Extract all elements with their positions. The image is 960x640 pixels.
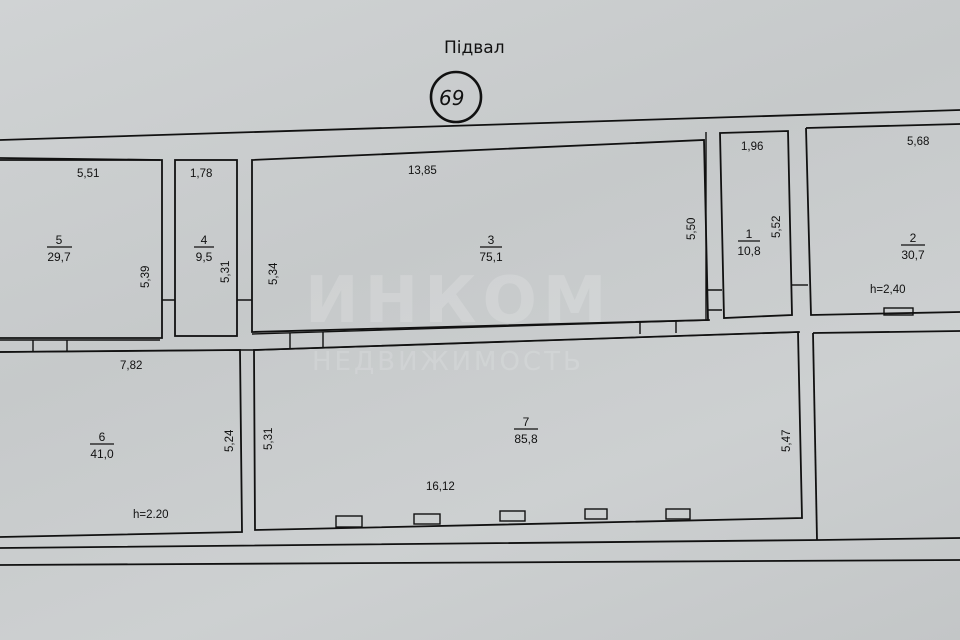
room-6-ceiling-height: h=2.20 [133,509,169,521]
room-3-area: 75,1 [479,250,503,264]
room-4-area: 9,5 [196,250,213,264]
room-6-area: 41,0 [90,447,114,461]
watermark-brand: ИНКОМ [305,264,613,338]
room-1-area: 10,8 [737,244,761,258]
room-5: 5,51 5 29,7 5,39 [0,159,163,339]
room-5-length: 5,39 [140,266,152,288]
room-5-area: 29,7 [47,250,71,264]
room-4: 1,78 4 9,5 5,31 [174,159,238,337]
right-lower-space [812,330,960,541]
room-2-area: 30,7 [901,248,925,262]
room-1-width: 1,96 [741,141,763,153]
sheet-number-badge: 69 [429,70,483,124]
room-6-length: 5,24 [224,429,236,452]
outer-walls [0,109,960,566]
room-6-number: 6 [99,430,106,444]
room-7-left-width: 5,31 [263,428,275,450]
room-2-ceiling-height: h=2,40 [870,284,906,296]
room-7-length: 16,12 [426,481,455,493]
room-1-length: 5,52 [771,216,783,238]
room-5-number: 5 [56,233,63,247]
room-4-width: 1,78 [190,168,212,180]
room-1: 1,96 1 10,8 5,52 [719,130,793,319]
room-3-number: 3 [488,233,495,247]
room-7: 7 85,8 16,12 5,31 5,47 [253,331,803,531]
room-6: 7,82 6 41,0 5,24 h=2.20 [0,349,243,538]
room-7-area: 85,8 [514,432,538,446]
room-4-length: 5,31 [220,261,232,283]
room-3-width: 13,85 [408,165,437,177]
room-2: 5,68 2 30,7 h=2,40 [805,123,960,316]
room-4-number: 4 [201,233,208,247]
svg-text:69: 69 [439,86,464,110]
room-5-width: 5,51 [77,168,99,180]
room-7-right-width: 5,47 [781,430,793,452]
room-7-windows [335,508,691,528]
room-2-number: 2 [910,231,917,245]
room-3-left-length: 5,34 [268,262,280,285]
room-6-width: 7,82 [120,360,142,372]
room-7-number: 7 [523,415,530,429]
room-1-number: 1 [746,227,753,241]
plan-title: Підвал [444,38,505,58]
watermark-subtitle: НЕДВИЖИМОСТЬ [312,347,584,377]
room-3-right-length: 5,50 [686,218,698,240]
room-2-width: 5,68 [907,136,929,148]
